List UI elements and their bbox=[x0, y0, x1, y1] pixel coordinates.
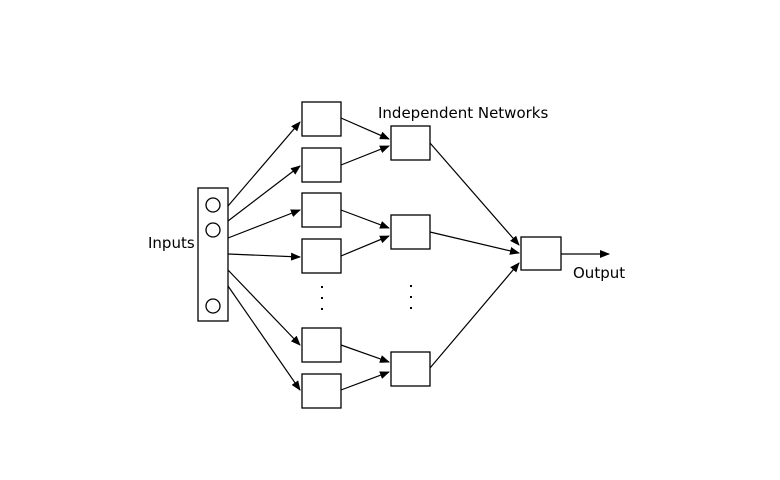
edge-net-to-combiner bbox=[340, 145, 390, 166]
edge-combiner-to-output bbox=[429, 262, 520, 369]
edge-net-to-combiner bbox=[340, 371, 390, 391]
inputs-label: Inputs bbox=[148, 234, 195, 252]
edge-input-to-net-4 bbox=[227, 252, 301, 261]
input-node bbox=[205, 298, 221, 314]
input-node bbox=[205, 222, 221, 238]
network-box bbox=[301, 101, 342, 137]
edge-input-to-net-3 bbox=[227, 209, 301, 239]
edge-input-to-net-5 bbox=[227, 269, 301, 346]
edge-combiner-to-output bbox=[429, 142, 520, 246]
edge-input-to-net-1 bbox=[227, 121, 301, 207]
input-node bbox=[205, 197, 221, 213]
combiner-box bbox=[390, 351, 431, 387]
edge-net-to-combiner bbox=[340, 235, 390, 257]
combiner-box bbox=[390, 214, 431, 250]
independent-networks-label: Independent Networks bbox=[378, 104, 549, 122]
edge-combiner-to-output bbox=[429, 231, 520, 255]
network-box bbox=[301, 327, 342, 363]
output-label: Output bbox=[573, 264, 626, 282]
edge-net-to-combiner bbox=[340, 209, 390, 229]
network-box bbox=[301, 373, 342, 409]
edge-input-to-net-2 bbox=[227, 165, 301, 222]
network-box bbox=[301, 147, 342, 183]
edge-net-to-combiner bbox=[340, 117, 390, 140]
network-box bbox=[301, 192, 342, 228]
network-box bbox=[301, 238, 342, 274]
ellipsis-dots bbox=[321, 286, 323, 310]
output-box bbox=[520, 236, 562, 271]
edge-input-to-net-6 bbox=[227, 285, 301, 391]
ellipsis-dots bbox=[410, 285, 412, 309]
combiner-box bbox=[390, 125, 431, 161]
edge-net-to-combiner bbox=[340, 344, 390, 363]
